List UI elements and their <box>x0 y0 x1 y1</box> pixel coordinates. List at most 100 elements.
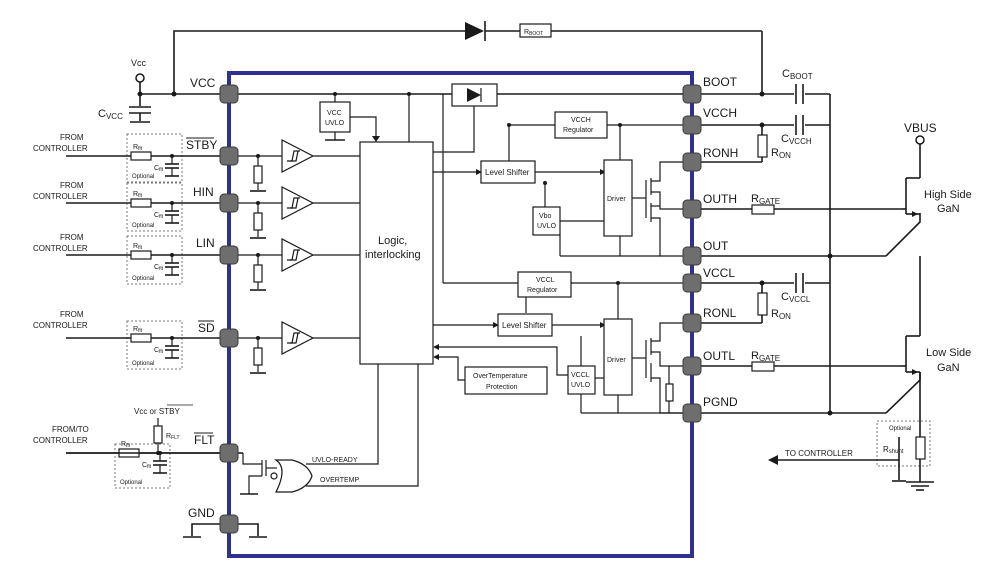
rflt-label: R <box>166 433 171 440</box>
from-label-2b: CONTROLLER <box>33 192 88 201</box>
pin-label-flt: FLT <box>194 433 215 447</box>
svg-text:Rflt: Rflt <box>121 441 131 449</box>
filter-r-sub: flt <box>138 245 143 251</box>
cvcc-sub: VCC <box>106 112 123 121</box>
svg-text:CBOOT: CBOOT <box>782 68 813 81</box>
ron-low-label: R <box>771 308 779 320</box>
svg-text:Cflt: Cflt <box>154 165 164 173</box>
filter-r-sub: flt <box>138 193 143 199</box>
rflt-sub: FLT <box>171 435 180 441</box>
pin-label-hin: HIN <box>193 185 214 199</box>
pin-label-out: OUT <box>703 239 729 253</box>
vccl-reg-line2: Regulator <box>527 287 558 294</box>
from-label-3b: CONTROLLER <box>33 244 88 253</box>
pin-outl <box>682 356 702 376</box>
overtemp-signal: OVERTEMP <box>320 477 359 484</box>
svg-text:Rflt: Rflt <box>133 144 143 152</box>
pin-sd <box>219 328 239 348</box>
pin-label-gnd: GND <box>188 506 215 520</box>
vbus-label: VBUS <box>904 121 937 135</box>
pin-out <box>682 246 702 266</box>
gnd-pin-section <box>183 523 267 538</box>
pin-vcc <box>219 84 239 104</box>
to-controller-arrow-icon <box>768 455 778 465</box>
pin-pgnd <box>682 403 702 423</box>
vcch-reg-line1: VCCH <box>571 117 591 124</box>
ron-high-label: R <box>771 147 779 159</box>
pin-gnd <box>219 514 239 534</box>
filter-r-label: R <box>133 243 138 250</box>
uvlo-ready-signal: UVLO-READY <box>312 457 358 464</box>
rgate-low-label: R <box>751 350 759 362</box>
vcc-uvlo-line2: UVLO <box>325 120 345 127</box>
vcch-regulator <box>554 111 608 139</box>
vcc-supply: Vcc CVCC <box>98 58 229 123</box>
fromto-label-a: FROM/TO <box>52 425 89 434</box>
pin-stby <box>219 146 239 166</box>
filter-resistor <box>130 250 152 260</box>
level-shifter-high-label: Level Shifter <box>485 168 530 177</box>
filter-resistor <box>130 333 152 343</box>
bootstrap-diode-icon <box>465 22 484 40</box>
optional-filter-box <box>126 320 183 370</box>
from-label-3a: FROM <box>60 233 84 242</box>
logic-interlocking-block: Logic, interlocking <box>359 92 434 365</box>
optional-filter-box <box>126 182 183 232</box>
filter-resistor <box>130 151 152 161</box>
pin-flt <box>219 443 239 463</box>
from-label-1b: CONTROLLER <box>33 144 88 153</box>
filter-c-label: C <box>154 347 159 354</box>
vcc-uvlo-line1: VCC <box>327 110 342 117</box>
svg-text:Cflt: Cflt <box>154 212 164 220</box>
svg-text:CVCC: CVCC <box>98 108 123 121</box>
pin-label-boot: BOOT <box>703 75 738 89</box>
pin-outh <box>682 199 702 219</box>
vcc-supply-label: Vcc <box>131 58 147 68</box>
svg-text:RON: RON <box>771 147 791 160</box>
svg-text:RGATE: RGATE <box>751 193 780 206</box>
filter-resistor <box>130 198 152 208</box>
external-components: CBOOT CVCCH RON RGATE CVCCL RO <box>692 68 972 491</box>
pin-vccl <box>682 273 702 293</box>
pin-label-lin: LIN <box>196 236 215 250</box>
filter-c-sub: flt <box>159 167 164 173</box>
svg-text:Rshunt: Rshunt <box>883 445 904 455</box>
cboot-sub: BOOT <box>790 72 813 81</box>
svg-text:CVCCL: CVCCL <box>781 291 811 304</box>
vbo-uvlo-line2: UVLO <box>537 223 557 230</box>
cvcch-label: C <box>781 133 789 145</box>
svg-text:RON: RON <box>771 308 791 321</box>
svg-text:Cflt: Cflt <box>154 264 164 272</box>
rshunt-sub: shunt <box>889 449 904 455</box>
filter-optional-label: Optional <box>132 276 154 282</box>
pin-label-ronh: RONH <box>703 146 738 160</box>
rshunt-label: R <box>883 445 889 454</box>
rgate-high-label: R <box>751 193 759 205</box>
rgate-high-sub: GATE <box>759 197 780 206</box>
vbo-uvlo-line1: Vbo <box>539 213 552 220</box>
rboot-resistor <box>519 23 552 38</box>
vccl-uvlo-line1: VCCL <box>571 372 590 379</box>
vccl-uvlo <box>567 365 596 395</box>
controller-labels: FROM CONTROLLER FROM CONTROLLER FROM CON… <box>33 133 89 445</box>
filter-r-label: R <box>133 191 138 198</box>
pin-label-outl: OUTL <box>703 349 735 363</box>
driver-low <box>603 318 633 396</box>
svg-text:Vcc or STBY: Vcc or STBY <box>134 407 180 416</box>
input-channels: RfltCfltOptionalRfltCfltOptionalRfltCflt… <box>66 133 360 489</box>
filter-r-sub: flt <box>126 443 131 449</box>
pulldown-resistor <box>253 347 263 366</box>
pin-boot <box>682 84 702 104</box>
filter-r-sub: flt <box>138 146 143 152</box>
low-side-section: VCCL Regulator Level Shifter VCCL UVLO D… <box>433 271 692 414</box>
overtemp-line2: Protection <box>486 384 518 391</box>
pin-lin <box>219 245 239 265</box>
cvccl-sub: VCCL <box>789 295 811 304</box>
from-label-1a: FROM <box>60 133 84 142</box>
rboot-sub: BOOT <box>529 31 543 37</box>
filter-c-sub: flt <box>159 349 164 355</box>
